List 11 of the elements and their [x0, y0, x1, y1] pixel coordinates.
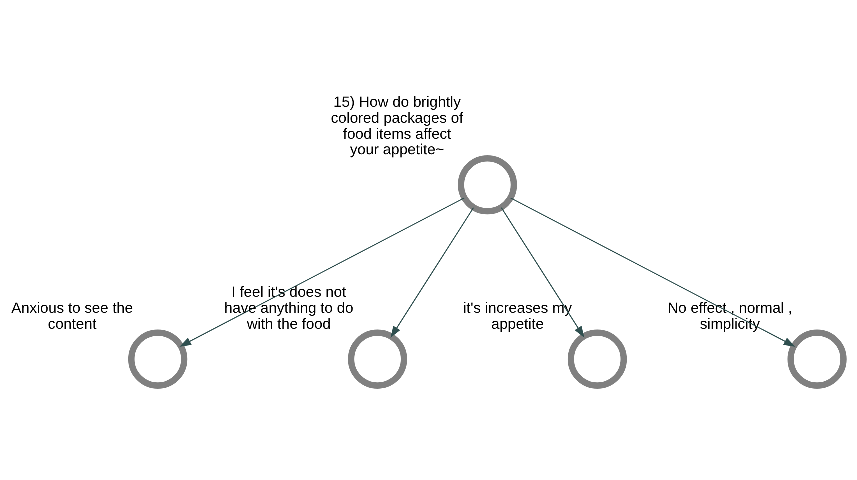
arrow	[510, 197, 796, 346]
node-circle	[348, 329, 408, 388]
arrow	[390, 207, 474, 338]
node-circle	[128, 329, 188, 388]
node-label: 15) How do brightly colored packages of food items affect your appetite~	[331, 94, 464, 158]
node-circle	[568, 329, 628, 388]
arrow	[180, 197, 465, 346]
node-circle	[788, 329, 847, 388]
node-label: Anxious to see the content	[12, 300, 134, 332]
arrow	[501, 207, 585, 338]
node-circle	[458, 154, 518, 214]
